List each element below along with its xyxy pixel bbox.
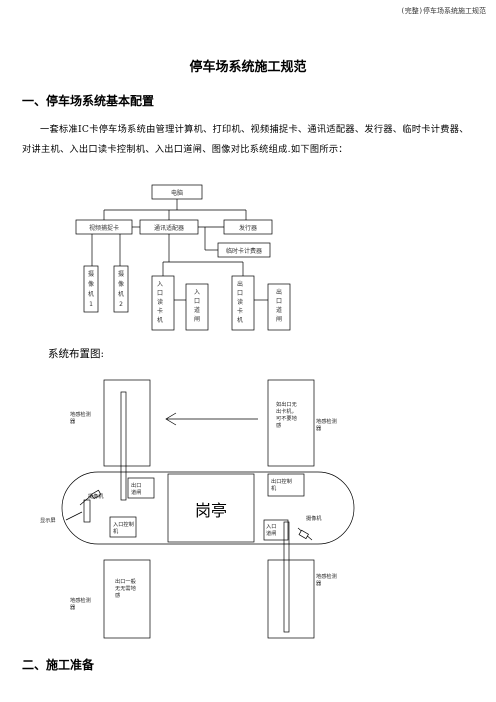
camera2-char-3: 2 xyxy=(119,301,123,308)
section-heading-1: 一、停车场系统基本配置 xyxy=(22,94,155,108)
camera1-box xyxy=(83,265,99,313)
traffic-island xyxy=(61,471,355,545)
entry-reader-char-4: 机 xyxy=(157,316,163,324)
exit-controller-l0: 出口控制 xyxy=(271,477,292,485)
entry-gate-char-0: 入 xyxy=(194,289,200,296)
camera2-char-0: 摄 xyxy=(118,270,124,278)
entry-reader-char-3: 卡 xyxy=(157,307,163,315)
section-heading-2: 二、施工准备 xyxy=(22,658,95,672)
loop-top-right-l0: 地感检测 xyxy=(316,417,337,425)
loop-bottom-right-l0: 地感检测 xyxy=(316,572,337,580)
document-title: 停车场系统施工规范 xyxy=(189,60,307,75)
page-header-note: (完整)停车场系统施工规范 xyxy=(400,7,486,15)
exit-controller-box xyxy=(267,473,305,497)
lane-box-bottom-right xyxy=(267,559,315,639)
booth-box xyxy=(167,473,255,543)
lane-box-top-right xyxy=(267,379,315,467)
intro-paragraph: 一套标准IC卡停车场系统由管理计算机、打印机、视频捕捉卡、通讯适配器、发行器、临… xyxy=(22,124,469,155)
note-bottom-l0: 出口一般 xyxy=(115,577,136,585)
loop-strip-bottom xyxy=(283,521,290,633)
camera1-char-3: 1 xyxy=(89,301,93,308)
camera-left-label: 摄像机 xyxy=(88,492,104,500)
adapter-label: 通讯适配器 xyxy=(154,224,184,232)
issuer-label: 发行器 xyxy=(239,224,257,232)
note-top-right-l0: 如出口无 xyxy=(276,400,297,408)
entry-gate-label-l0: 入口 xyxy=(266,523,276,530)
entry-reader-char-2: 读 xyxy=(157,298,163,306)
exit-reader-char-2: 读 xyxy=(237,298,243,306)
traffic-arrow-head xyxy=(165,412,177,426)
camera1-char-0: 摄 xyxy=(88,270,94,278)
exit-gate-char-1: 口 xyxy=(276,298,282,305)
lane-box-bottom-left xyxy=(103,559,151,639)
note-top-right-l1: 出卡机， xyxy=(276,407,297,415)
camera-left-icon xyxy=(91,489,102,500)
entry-controller-box xyxy=(109,516,137,538)
entry-gate-char-2: 道 xyxy=(194,306,200,314)
camera-right-label: 摄像机 xyxy=(306,514,322,522)
entry-gate-unit xyxy=(263,519,289,541)
exit-reader-char-0: 出 xyxy=(237,280,243,288)
note-bottom-l2: 感 xyxy=(115,591,120,599)
loop-bottom-left-l1: 器 xyxy=(70,604,76,611)
entry-reader-char-0: 入 xyxy=(157,281,163,288)
camera2-char-2: 机 xyxy=(118,290,124,298)
left-post xyxy=(83,499,91,523)
computer-label: 电脑 xyxy=(171,189,183,197)
exit-reader-char-1: 口 xyxy=(237,290,243,297)
note-bottom-l1: 无无需地 xyxy=(115,584,136,592)
exit-gate-char-3: 闸 xyxy=(276,315,282,323)
exit-reader-char-4: 机 xyxy=(237,316,243,324)
display-label: 显示屏 xyxy=(40,517,56,524)
camera2-box xyxy=(113,265,129,313)
camera1-char-1: 像 xyxy=(88,280,94,288)
note-top-right-l3: 感 xyxy=(276,421,281,429)
exit-gate-label-l0: 出口 xyxy=(131,481,141,489)
entry-gate-label-l1: 道闸 xyxy=(266,529,276,537)
loop-strip-top xyxy=(120,391,127,501)
exit-reader-char-3: 卡 xyxy=(237,307,243,315)
entry-gate-char-3: 闸 xyxy=(194,315,200,323)
exit-gate-char-0: 出 xyxy=(276,288,282,296)
entry-controller-l0: 入口控制 xyxy=(113,520,134,528)
entry-reader-char-1: 口 xyxy=(157,290,163,297)
booth-label: 岗亭 xyxy=(195,501,227,520)
loop-bottom-left-l0: 地感检测 xyxy=(70,596,91,604)
temp-meter-label: 临时卡计费器 xyxy=(226,247,262,255)
entry-controller-l1: 机 xyxy=(113,527,119,535)
exit-gate-label-l1: 道闸 xyxy=(131,488,141,496)
loop-top-left-l1: 器 xyxy=(70,418,76,425)
exit-gate-unit xyxy=(127,477,155,499)
note-top-right-l2: 可不要地 xyxy=(276,414,297,422)
loop-top-left-l0: 地感检测 xyxy=(70,410,91,418)
camera-right-icon xyxy=(298,529,309,540)
entry-gate-box xyxy=(185,283,209,331)
loop-top-right-l1: 器 xyxy=(316,425,322,432)
entry-gate-char-1: 口 xyxy=(194,298,200,305)
exit-gate-box xyxy=(267,283,291,331)
camera2-char-1: 像 xyxy=(118,280,124,288)
capture-card-label: 视频捕捉卡 xyxy=(89,224,119,232)
camera1-char-2: 机 xyxy=(88,290,94,298)
lane-box-top-left xyxy=(103,379,151,467)
layout-heading: 系统布置图: xyxy=(48,348,105,360)
exit-controller-l1: 机 xyxy=(271,484,277,492)
loop-bottom-right-l1: 器 xyxy=(316,580,322,587)
exit-gate-char-2: 道 xyxy=(276,306,282,314)
